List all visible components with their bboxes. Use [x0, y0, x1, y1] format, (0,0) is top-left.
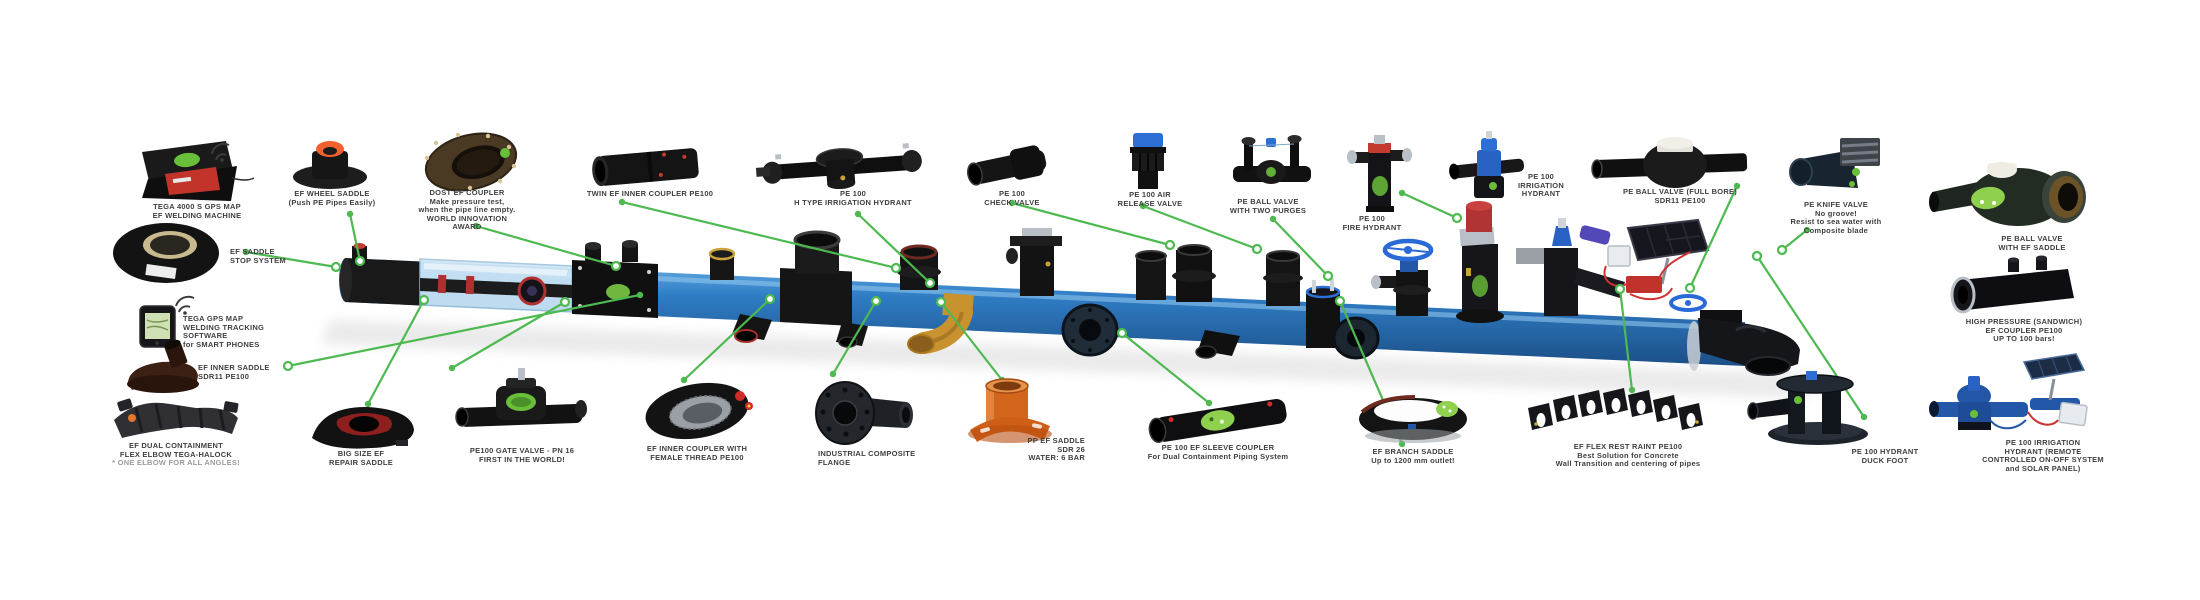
connector [346, 210, 366, 267]
label-ef-inner-saddle: EF INNER SADDLE SDR11 PE100 [198, 363, 270, 381]
ef-inner-saddle-image [127, 339, 199, 393]
ef-flex-restraint-image [1528, 388, 1703, 430]
hydrant-duck-foot-image [1747, 371, 1868, 445]
label-ef-branch-saddle: EF BRANCH SADDLE Up to 1200 mm outlet! [1371, 447, 1455, 465]
label-h-type-hydrant: PE 100 H TYPE IRRIGATION HYDRANT [794, 189, 912, 207]
remote-irrigation-hydrant-image [1929, 353, 2088, 430]
pipe-end-elbow [1687, 318, 1800, 376]
label-ef-saddle-stop: EF SADDLE STOP SYSTEM [230, 247, 286, 265]
connector [680, 293, 776, 384]
dual-containment-note: * ONE ELBOW FOR ALL ANGLES! [112, 458, 240, 467]
label-knife-valve: PE KNIFE VALVE No groove! Resist to sea … [1790, 200, 1882, 235]
label-ball-valve-ef-saddle: PE BALL VALVE WITH EF SADDLE [1998, 234, 2066, 252]
pipe-tophat-3 [1172, 244, 1216, 302]
label-ball-valve-two-purges: PE BALL VALVE WITH TWO PURGES [1229, 197, 1307, 215]
pipe-outlet-below-3 [1195, 330, 1240, 359]
ball-valve-two-purges-image [1233, 135, 1311, 184]
main-pipeline [339, 201, 1800, 376]
label-check-valve: PE 100 CHECK VALVE [984, 189, 1040, 207]
label-high-pressure-coupler: HIGH PRESSURE (SANDWICH) EF COUPLER PE10… [1965, 317, 2083, 343]
ef-wheel-saddle-image [293, 141, 367, 189]
pipe-tophat-4 [1263, 250, 1303, 306]
pp-ef-saddle-image [968, 378, 1052, 443]
connector [854, 210, 936, 289]
label-dost-ef-coupler: DOST EF COUPLER Make pressure test, when… [418, 188, 516, 231]
pipe-outlet-yellow-ring [708, 247, 736, 280]
connector [935, 296, 1006, 384]
connector [448, 296, 571, 372]
ef-sleeve-coupler-image [1148, 398, 1287, 444]
connector [1269, 215, 1334, 282]
connector [1751, 250, 1868, 421]
label-ef-flex-restraint: EF FLEX REST RAINT PE100 Best Solution f… [1555, 442, 1701, 468]
label-tega-gps-software: TEGA GPS MAP WELDING TRACKING SOFTWARE f… [183, 314, 265, 349]
dost-ef-coupler-image [424, 132, 518, 192]
ef-branch-saddle-image [1359, 395, 1467, 443]
connector [1776, 226, 1811, 256]
check-valve-image [966, 145, 1047, 186]
pipe-outlet-red-ring-below [732, 314, 772, 343]
industrial-composite-flange-image [815, 381, 913, 445]
label-ball-valve-full-bore: PE BALL VALVE (FULL BORE) SDR11 PE100 [1622, 187, 1738, 205]
irrigation-hydrant-image [1449, 131, 1525, 198]
h-type-irrigation-hydrant-image [755, 143, 922, 190]
connector [829, 295, 882, 378]
twin-ef-inner-coupler-image [592, 148, 699, 187]
connector [1139, 202, 1263, 255]
label-hydrant-duck-foot: PE 100 HYDRANT DUCK FOOT [1851, 447, 1919, 465]
pipe-left-black-section [340, 243, 420, 306]
gate-valve-image [455, 368, 587, 427]
pipe-blue-handwheel-valve [1371, 238, 1434, 316]
label-pp-ef-saddle: PP EF SADDLE SDR 26 WATER: 6 BAR [1027, 436, 1085, 462]
tega-gps-phone-image [139, 295, 195, 348]
big-size-repair-saddle-image [312, 406, 414, 449]
connector [1614, 283, 1636, 394]
inner-coupler-female-thread-image [645, 382, 753, 440]
label-air-release-valve: PE 100 AIR RELEASE VALVE [1117, 190, 1183, 208]
label-ef-sleeve-coupler: PE 100 EF SLEEVE COUPLER For Dual Contai… [1147, 443, 1289, 461]
high-pressure-coupler-image [1950, 255, 2074, 314]
label-irrigation-hydrant: PE 100 IRRIGATION HYDRANT [1517, 172, 1565, 198]
pipe-mounted-fire-hydrant [1456, 201, 1504, 323]
pipe-gold-elbow [907, 292, 974, 354]
label-gate-valve: PE100 GATE VALVE - PN 16 FIRST IN THE WO… [469, 446, 575, 464]
connector-lines [242, 182, 1868, 448]
label-remote-irrigation-hydrant: PE 100 IRRIGATION HYDRANT (REMOTE CONTRO… [1982, 438, 2104, 473]
connector [1684, 182, 1741, 294]
label-twin-ef-coupler: TWIN EF INNER COUPLER PE100 [586, 189, 714, 198]
connector [1398, 189, 1463, 224]
label-industrial-flange: INDUSTRIAL COMPOSITE FLANGE [818, 449, 916, 467]
pipe-remote-hydrant-cluster [1516, 218, 1710, 316]
label-fire-hydrant: PE 100 FIRE HYDRANT [1342, 214, 1402, 232]
label-big-size-repair: BIG SIZE EF REPAIR SADDLE [329, 449, 393, 467]
tega-4000-welding-machine-image [142, 141, 255, 201]
dual-containment-elbow-image [114, 398, 239, 438]
connector [1008, 199, 1176, 251]
pipe-check-valve-assembly [1006, 228, 1062, 296]
air-release-valve-image [1130, 133, 1166, 189]
fire-hydrant-image [1347, 135, 1412, 212]
connector [282, 291, 644, 372]
label-dual-containment-elbow: EF DUAL CONTAINMENT FLEX ELBOW TEGA-HALO… [112, 441, 240, 467]
label-ef-wheel-saddle: EF WHEEL SADDLE (Push PE Pipes Easily) [288, 189, 376, 207]
ball-valve-full-bore-image [1591, 137, 1748, 188]
pipe-big-tee-saddle [780, 230, 852, 326]
pipe-flange-disc-1 [1061, 303, 1119, 357]
connector [1116, 327, 1213, 407]
connector [472, 222, 622, 272]
connector [618, 198, 902, 274]
pipe-transparent-window [419, 258, 573, 313]
connector [364, 294, 430, 408]
connector [242, 248, 342, 273]
label-tega-4000: TEGA 4000 S GPS MAP EF WELDING MACHINE [152, 202, 242, 220]
pipe-tophat-2 [1135, 250, 1167, 300]
ef-saddle-stop-system-image [113, 223, 219, 283]
ball-valve-ef-saddle-image [1929, 162, 2086, 226]
pipe-shadow [322, 320, 1815, 398]
knife-valve-image [1789, 138, 1880, 188]
label-inner-coupler-female: EF INNER COUPLER WITH FEMALE THREAD PE10… [646, 444, 748, 462]
